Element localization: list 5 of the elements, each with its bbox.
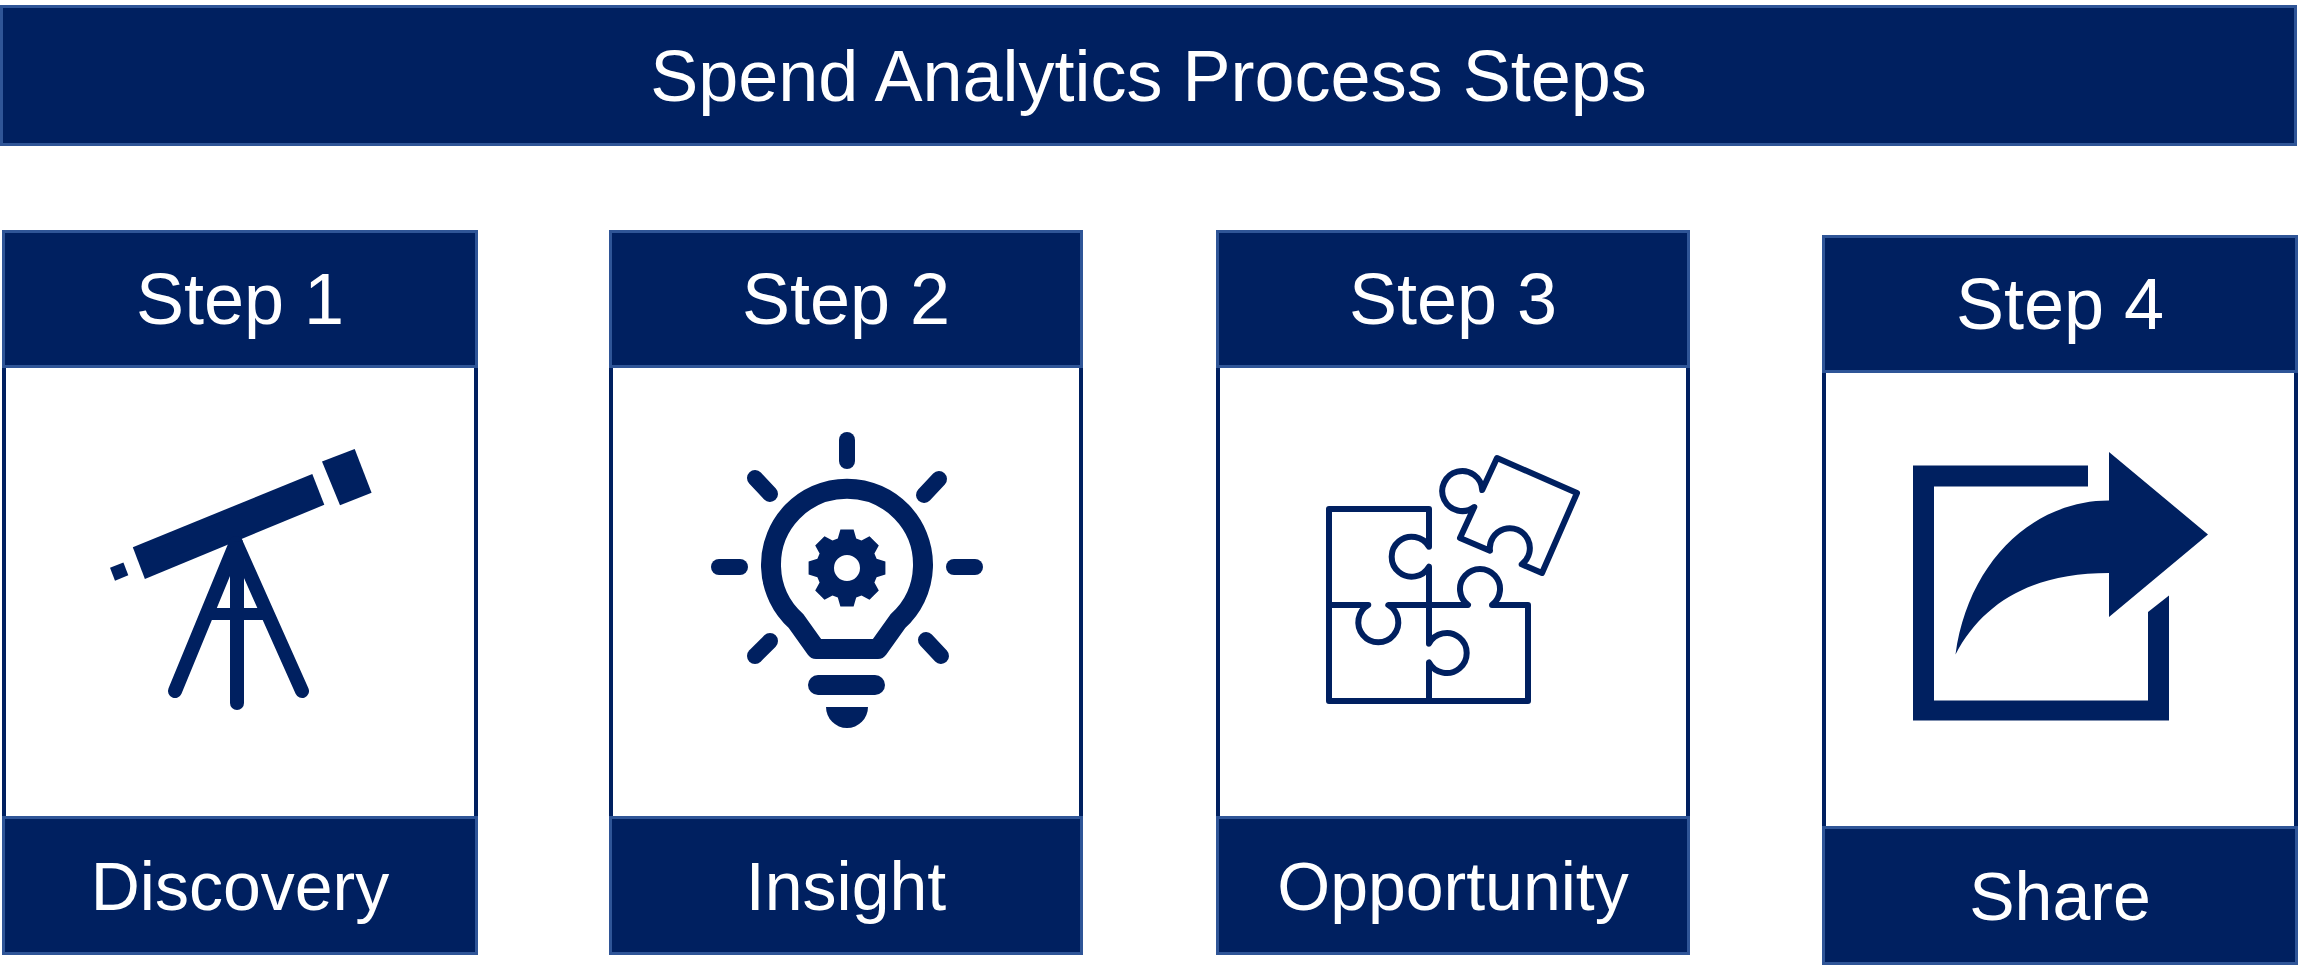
step-card bbox=[1216, 230, 1690, 955]
step-card bbox=[1822, 235, 2298, 965]
step-card bbox=[2, 230, 478, 955]
step-name: Share bbox=[1969, 861, 2151, 930]
step-card bbox=[609, 230, 1083, 955]
